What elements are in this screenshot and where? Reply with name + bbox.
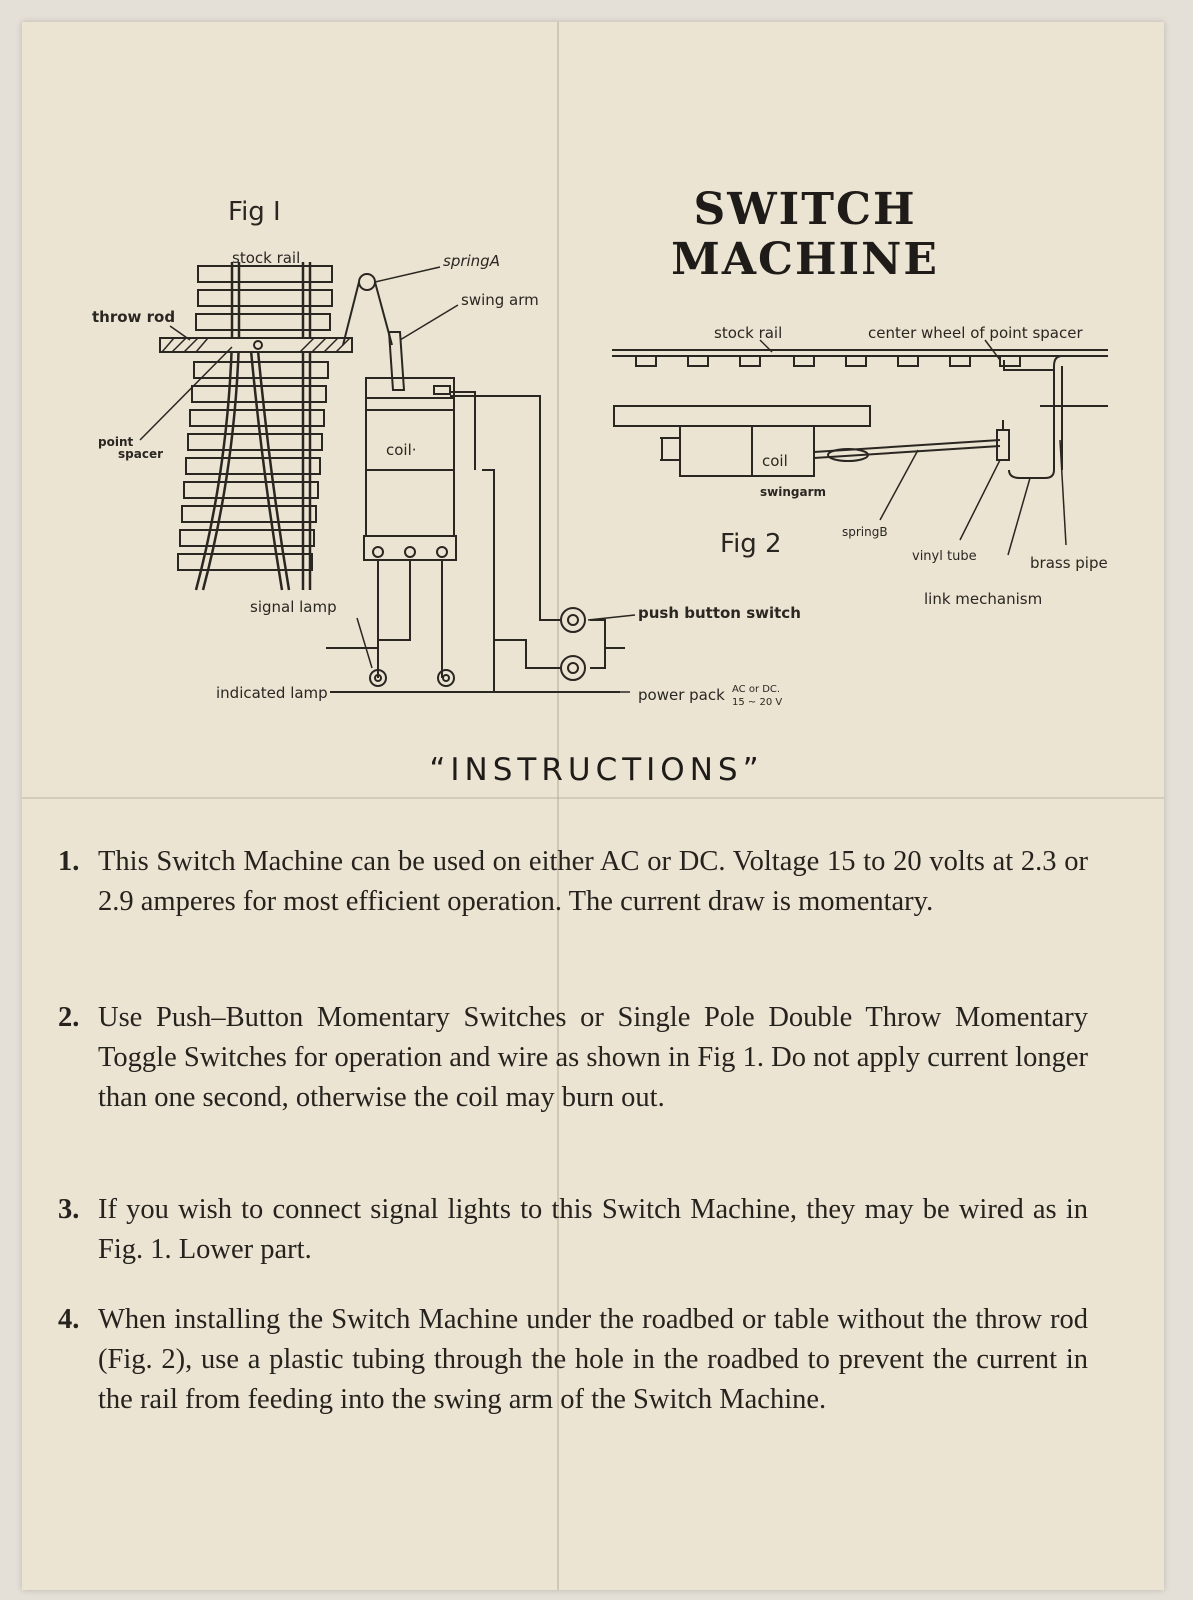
fig1-label-power-pack-spec-top: AC or DC. (732, 684, 780, 695)
fig1-label-stock-rail: stock rail (232, 249, 300, 267)
fig2-caption: Fig 2 (720, 529, 782, 559)
fig1-label-push-button-switch: push button switch (638, 604, 801, 622)
instruction-sheet (22, 22, 1164, 1590)
instruction-item-4: 4. When installing the Switch Machine un… (58, 1300, 1088, 1420)
instruction-item-1: 1. This Switch Machine can be used on ei… (58, 842, 1088, 922)
instructions-heading: “INSTRUCTIONS” (429, 752, 764, 788)
fig2-label-brass-pipe: brass pipe (1030, 554, 1108, 572)
instruction-text: Use Push–Button Momentary Switches or Si… (98, 1002, 1088, 1113)
fig1-spring-a (342, 273, 393, 346)
fig1-label-power-pack-spec-bottom: 15 ~ 20 V (732, 697, 782, 708)
fold-crease-horizontal (22, 797, 1164, 799)
fig2-label-swingarm: swingarm (760, 485, 826, 499)
fold-crease-vertical (557, 22, 559, 1590)
instruction-item-3: 3. If you wish to connect signal lights … (58, 1190, 1088, 1270)
instruction-number: 1. (58, 846, 80, 877)
fig1-leaders (139, 266, 636, 693)
instruction-number: 2. (58, 1002, 80, 1033)
fig2-leaders (759, 339, 1067, 556)
fig1-wiring (326, 391, 625, 693)
fig2-label-link-mechanism: link mechanism (924, 590, 1042, 608)
fig2-swing-linkage (813, 360, 1055, 479)
instruction-item-2: 2. Use Push–Button Momentary Switches or… (58, 998, 1088, 1118)
fig1-label-coil: coil· (386, 441, 417, 459)
fig1-push-buttons (560, 607, 586, 681)
instruction-number: 3. (58, 1194, 80, 1225)
fig1-label-throw-rod: throw rod (92, 308, 175, 326)
fig2-label-center-wheel: center wheel of point spacer (868, 324, 1083, 342)
fig1-throw-rod (159, 337, 353, 353)
fig1-label-point-spacer-2: spacer (118, 447, 163, 461)
fig2-coil-box (660, 425, 815, 477)
fig1-label-indicated-lamp: indicated lamp (216, 684, 328, 702)
fig1-rails (194, 262, 312, 591)
fig1-swing-arm (387, 331, 406, 391)
fig2-label-stock-rail: stock rail (714, 324, 782, 342)
fig1-coil (363, 377, 457, 561)
fig1-lamps (369, 669, 455, 687)
instruction-text: If you wish to connect signal lights to … (98, 1194, 1088, 1265)
fig1-label-signal-lamp: signal lamp (250, 598, 337, 616)
fig1-label-spring-a: springA (443, 252, 500, 270)
figures-diagram: Fig I stock rail springA swing arm throw… (92, 197, 1108, 708)
fig2-label-spring-b: springB (842, 525, 888, 539)
instruction-number: 4. (58, 1304, 80, 1335)
title-line1: SWITCH (693, 184, 917, 235)
fig1-caption: Fig I (228, 197, 281, 227)
fig1-label-swing-arm: swing arm (461, 291, 539, 309)
instruction-text: When installing the Switch Machine under… (98, 1304, 1088, 1415)
fig1-label-point-spacer-1: point (98, 435, 133, 449)
fig2-label-vinyl-tube: vinyl tube (912, 549, 977, 564)
instruction-text: This Switch Machine can be used on eithe… (98, 846, 1088, 917)
fig2-rail-and-ties (612, 349, 1108, 367)
fig2-roadbed (613, 355, 1108, 470)
fig2-label-coil: coil (762, 452, 788, 470)
title-line2: MACHINE (671, 234, 939, 285)
fig1-label-power-pack: power pack (638, 686, 725, 704)
